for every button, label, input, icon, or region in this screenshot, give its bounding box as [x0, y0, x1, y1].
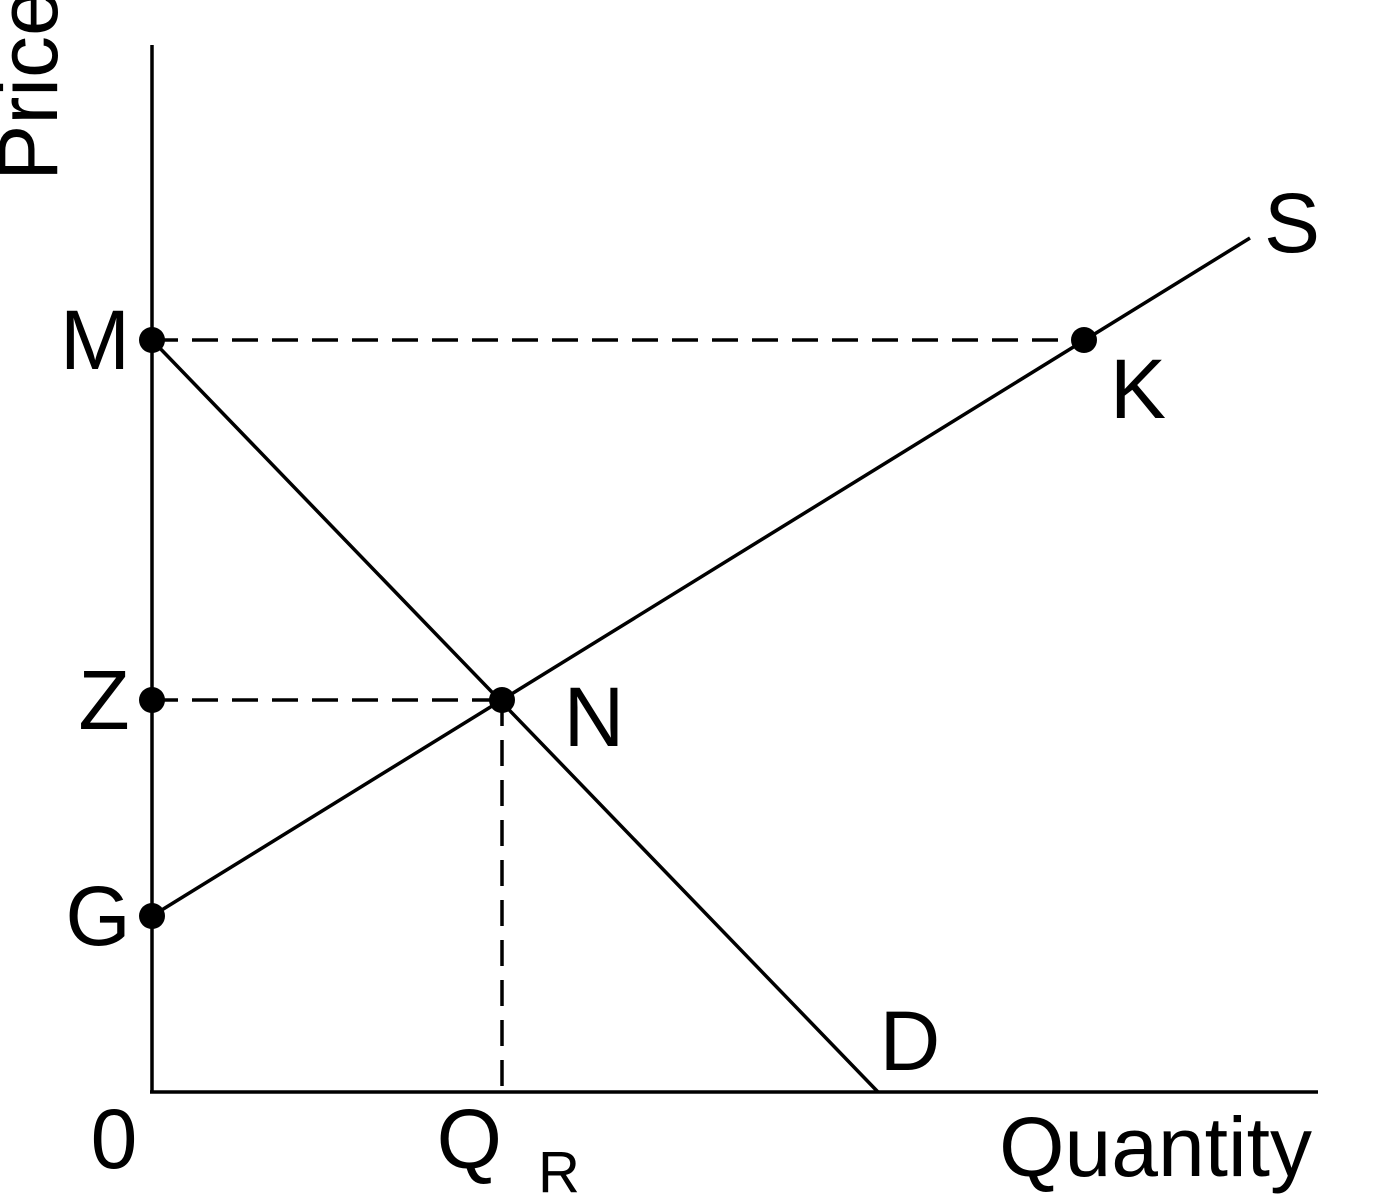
- supply-curve-label: S: [1264, 176, 1320, 270]
- point-k: [1071, 327, 1097, 353]
- point-z: [139, 687, 165, 713]
- point-m: [139, 327, 165, 353]
- quantity-label-subscript: R: [538, 1140, 580, 1200]
- quantity-label-main: Q: [437, 1092, 502, 1186]
- quantity-label-qr: Q: [437, 1092, 502, 1186]
- point-g: [139, 903, 165, 929]
- price-label-m: M: [60, 293, 130, 387]
- y-axis-label: Price: [0, 0, 75, 181]
- price-label-z: Z: [78, 653, 129, 747]
- point-n: [489, 687, 515, 713]
- price-label-g: G: [65, 869, 130, 963]
- demand-curve: [150, 338, 880, 1094]
- origin-label: 0: [91, 1092, 138, 1186]
- supply-curve: [151, 236, 1251, 918]
- point-label-n: N: [564, 670, 625, 764]
- demand-curve-label: D: [880, 994, 941, 1088]
- x-axis-label: Quantity: [999, 1100, 1312, 1194]
- point-label-k: K: [1110, 342, 1166, 436]
